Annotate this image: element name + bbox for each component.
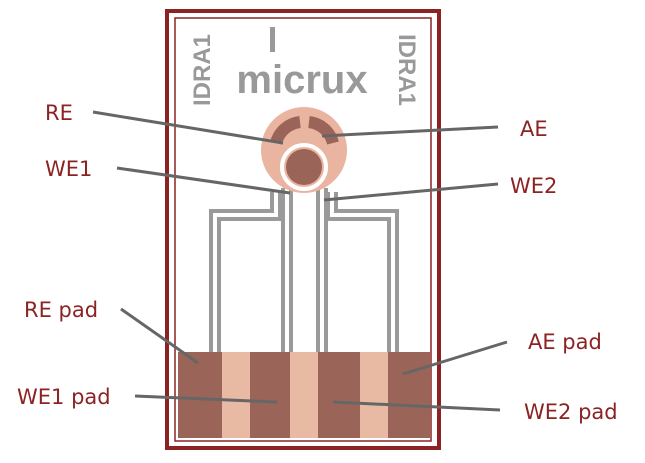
leader-ae xyxy=(321,125,499,138)
label-we1-pad: WE1 pad xyxy=(17,385,111,409)
label-ae-pad: AE pad xyxy=(528,330,602,354)
pad-ae xyxy=(388,352,430,438)
pad-re xyxy=(178,352,222,438)
electrode-cell xyxy=(261,107,347,193)
chip-code-left: IDRA1 xyxy=(189,34,216,106)
pad-gap-2 xyxy=(290,352,318,438)
leader-we2 xyxy=(323,182,499,202)
alignment-mark xyxy=(270,27,275,52)
label-we2-pad: WE2 pad xyxy=(524,400,618,424)
label-we2: WE2 xyxy=(510,174,557,198)
leader-lines xyxy=(92,110,508,412)
leader-we1-pad xyxy=(134,394,278,404)
leader-we2-pad xyxy=(332,400,501,412)
pad-gap-1 xyxy=(222,352,250,438)
leader-re xyxy=(92,110,284,145)
pad-gap-3 xyxy=(360,352,388,438)
label-re-pad: RE pad xyxy=(24,298,98,322)
leader-re-pad xyxy=(120,307,199,365)
traces xyxy=(209,188,399,352)
leader-we1 xyxy=(116,166,291,195)
leader-ae-pad xyxy=(402,340,508,376)
chip-brand: micrux xyxy=(236,58,367,102)
pad-we2 xyxy=(318,352,360,438)
contact-pads xyxy=(178,352,430,438)
working-electrode-disk xyxy=(286,149,322,185)
label-re: RE xyxy=(45,101,73,125)
reference-electrode-arc xyxy=(270,116,302,145)
chip-code-right: IDRA1 xyxy=(393,34,420,106)
label-we1: WE1 xyxy=(45,157,92,181)
working-electrode-ring xyxy=(280,143,328,191)
label-ae: AE xyxy=(520,117,548,141)
auxiliary-electrode-arc xyxy=(307,116,339,145)
pad-we1 xyxy=(250,352,290,438)
